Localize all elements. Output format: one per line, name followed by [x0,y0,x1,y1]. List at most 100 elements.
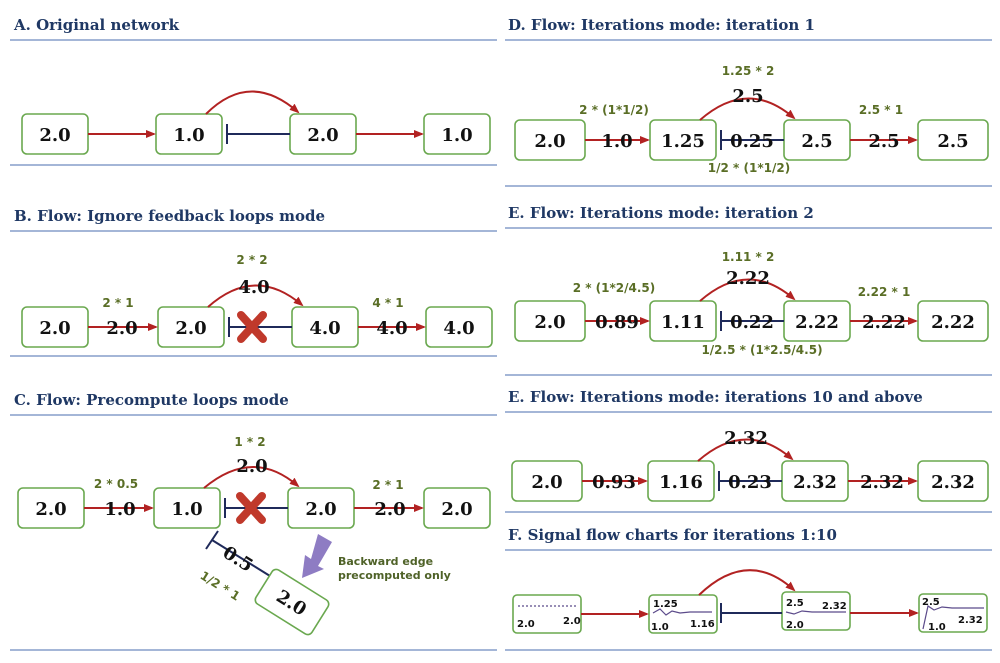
node-value: 4.0 [443,318,474,339]
panel-c-title: C. Flow: Precompute loops mode [14,391,289,409]
inhibition-edge [211,539,271,577]
edge-formula: 2 * 1 [102,296,133,310]
node-value: 2.0 [534,312,565,333]
panel-b-title: B. Flow: Ignore feedback loops mode [14,207,325,225]
edge-value: 1.0 [104,499,135,520]
activation-arrow [205,90,300,115]
node-box [649,300,717,342]
chart-label: 1.0 [928,622,946,633]
chart-label: 2.0 [563,616,581,627]
node-value: 2.32 [793,472,837,493]
activation-arrow [207,284,304,308]
edge-value: 0.93 [592,472,636,493]
callout-note-line2: precomputed only [338,569,451,582]
chart-label: 1.25 [653,599,678,610]
edge-value: 2.0 [106,318,137,339]
edge-value: 0.23 [728,472,772,493]
activation-arrow [699,97,796,121]
chart-label: 2.0 [517,619,535,630]
edge-formula: 1.11 * 2 [722,250,775,264]
node-box [155,113,223,155]
node-value: 1.25 [661,131,705,152]
signal-trace [922,605,984,630]
activation-arrow [699,278,796,302]
node-value: 1.0 [173,125,204,146]
activation-arrow [698,569,796,596]
callout-note-line1: Backward edge [338,555,433,568]
edge-formula: 2 * (1*2/4.5) [573,281,656,295]
node-box [917,119,989,161]
panel-d-title: D. Flow: Iterations mode: iteration 1 [508,16,815,34]
edge-formula: 1/2 * (1*1/2) [708,161,790,175]
edge-formula: 4 * 1 [372,296,403,310]
panel-e-iteration-2: E. Flow: Iterations mode: iteration 2 2.… [505,204,992,376]
node-box [157,306,225,348]
chart-label: 2.5 [922,597,940,608]
node-value: 2.0 [175,318,206,339]
edge-formula: 2 * 1 [372,478,403,492]
panel-a-title: A. Original network [13,16,180,34]
edge-value: 0.22 [730,312,774,333]
panel-e-iterations-10: E. Flow: Iterations mode: iterations 10 … [505,388,992,513]
activation-arrow [697,438,794,462]
node-value: 1.11 [661,312,705,333]
node-value: 2.5 [937,131,968,152]
edge-value: 4.0 [238,277,269,298]
edge-value: 4.0 [376,318,407,339]
panel-c: C. Flow: Precompute loops mode 2.0 1.0 2… [10,391,497,651]
chart-label: 2.32 [958,615,983,626]
node-value: 2.0 [441,499,472,520]
signal-chart-box [781,591,851,631]
node-value: 2.0 [39,318,70,339]
node-value: 1.16 [659,472,703,493]
node-value: 2.22 [795,312,839,333]
edge-formula: 2.5 * 1 [859,103,903,117]
node-box [917,460,989,502]
chart-label: 2.0 [786,620,804,631]
signal-chart-box [648,594,718,634]
node-box [254,568,330,636]
node-value: 2.0 [305,499,336,520]
edge-value: 1.0 [601,131,632,152]
edge-formula: 1/2 * 1 [198,568,243,603]
node-value: 2.5 [801,131,832,152]
edge-value: 0.89 [595,312,639,333]
edge-formula: 1.25 * 2 [722,64,775,78]
node-box [649,119,717,161]
panel-e2-title: E. Flow: Iterations mode: iterations 10 … [508,388,923,406]
node-value: 2.0 [39,125,70,146]
edge-value: 2.22 [726,268,770,289]
panel-a: A. Original network 2.0 1.0 2.0 1.0 [10,16,497,166]
blocked-cross-icon [236,492,266,524]
node-box [153,487,221,529]
panel-d: D. Flow: Iterations mode: iteration 1 2.… [505,16,992,187]
panel-b: B. Flow: Ignore feedback loops mode 2.0 … [10,207,497,357]
edge-value: 0.25 [730,131,774,152]
node-value: 2.22 [931,312,975,333]
node-value: 2.0 [534,131,565,152]
inhibition-bar [205,530,219,550]
edge-formula: 2.22 * 1 [858,285,911,299]
signal-trace [652,608,712,616]
node-box [425,306,493,348]
chart-label: 2.32 [822,601,847,612]
node-value: 1.0 [171,499,202,520]
blocked-cross-icon [237,311,267,343]
chart-label: 1.16 [690,619,715,630]
edge-formula: 2 * 2 [236,253,267,267]
node-value: 1.0 [441,125,472,146]
panel-f-title: F. Signal flow charts for iterations 1:1… [508,526,837,544]
node-box [917,300,989,342]
node-box [647,460,715,502]
node-value: 2.0 [307,125,338,146]
edge-value: 2.32 [724,428,768,449]
node-value: 4.0 [309,318,340,339]
edge-value: 2.5 [732,86,763,107]
signal-chart-box [918,593,988,633]
edge-value: 2.22 [862,312,906,333]
edge-formula: 2 * 0.5 [94,477,138,491]
edge-formula: 2 * (1*1/2) [579,103,649,117]
node-value: 2.32 [931,472,975,493]
activation-arrow [203,466,300,489]
node-box [423,113,491,155]
